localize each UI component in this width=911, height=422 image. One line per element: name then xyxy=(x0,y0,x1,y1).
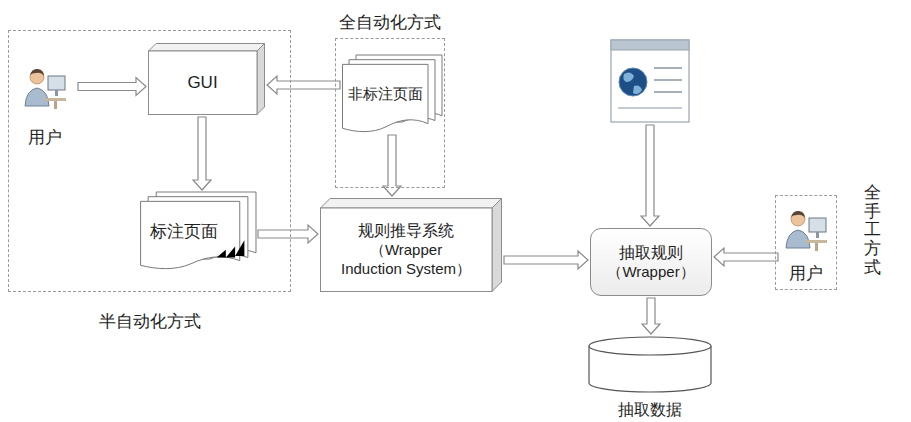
hollow-arrow xyxy=(383,135,401,196)
box-front xyxy=(321,208,493,292)
hollow-arrow xyxy=(641,125,659,226)
monitor-stand xyxy=(55,90,58,96)
user-hair xyxy=(30,69,44,76)
node-label: 标注页面 xyxy=(150,221,218,242)
globe-land xyxy=(623,72,642,94)
monitor xyxy=(48,76,65,90)
user-node: 用户 xyxy=(14,58,76,150)
node-label: 用户 xyxy=(789,263,823,284)
process-box: 规则推导系统（Wrapper Induction System） xyxy=(320,198,502,292)
box-top xyxy=(149,44,265,52)
page-titlebar xyxy=(611,40,689,50)
user-hair xyxy=(791,211,805,218)
rule-box: 抽取规则（Wrapper） xyxy=(590,228,712,296)
box-side xyxy=(492,199,502,292)
front-page xyxy=(141,201,240,268)
globe xyxy=(619,68,647,96)
desk xyxy=(806,240,827,243)
monitor-stand xyxy=(816,232,819,238)
hollow-arrow xyxy=(193,117,211,190)
node-label: 抽取数据 xyxy=(618,400,682,420)
hollow-arrow xyxy=(258,225,318,243)
dashed-region: 全自动化方式非标注页面 xyxy=(335,38,445,188)
hollow-arrow xyxy=(642,298,660,334)
node-label: 规则推导系统 xyxy=(358,221,454,241)
region-label: 全自动化方式 xyxy=(336,12,444,33)
database-cylinder: 抽取数据 xyxy=(585,336,715,420)
box-top xyxy=(321,199,502,209)
dashed-region: 全手工方式用户 xyxy=(775,195,837,290)
monitor xyxy=(809,218,826,232)
user-node: 用户 xyxy=(780,200,832,286)
globe-rim xyxy=(619,68,647,96)
hollow-arrow xyxy=(714,248,778,266)
black-mark xyxy=(226,247,235,258)
desk-leg xyxy=(815,243,818,251)
text-line xyxy=(618,107,682,109)
cylinder-shape xyxy=(585,336,715,394)
document-stack: 标注页面 xyxy=(140,192,256,270)
user-icon xyxy=(784,202,828,252)
box-front xyxy=(149,51,258,115)
node-label: GUI xyxy=(187,72,217,93)
node-label: 非标注页面 xyxy=(348,85,423,104)
hollow-arrow xyxy=(504,251,588,269)
node-label: （Wrapper Induction System） xyxy=(339,241,473,279)
black-mark xyxy=(217,250,226,258)
desk-leg xyxy=(54,101,57,109)
page-frame xyxy=(611,40,689,122)
hollow-arrow xyxy=(78,78,146,96)
region-label: 全手工方式 xyxy=(864,184,881,277)
user-body xyxy=(786,230,810,248)
node-label: 抽取规则 xyxy=(619,243,683,263)
desk xyxy=(45,98,66,101)
hollow-arrow xyxy=(267,76,340,94)
document-stack: 非标注页面 xyxy=(342,55,442,133)
front-page xyxy=(343,64,429,131)
dashed-region: 半自动化方式用户GUI标注页面 xyxy=(8,30,291,292)
cylinder-top xyxy=(589,337,711,355)
web-page-icon xyxy=(611,40,689,122)
box-side xyxy=(257,44,265,115)
node-label: 用户 xyxy=(28,127,62,148)
user-icon xyxy=(23,60,67,110)
text-line xyxy=(654,79,682,81)
process-box: GUI xyxy=(148,43,265,115)
region-label: 半自动化方式 xyxy=(9,311,290,332)
black-mark xyxy=(235,240,244,256)
text-line xyxy=(654,67,682,69)
user-body xyxy=(25,88,49,106)
node-label: （Wrapper） xyxy=(607,263,694,282)
text-line xyxy=(654,91,682,93)
